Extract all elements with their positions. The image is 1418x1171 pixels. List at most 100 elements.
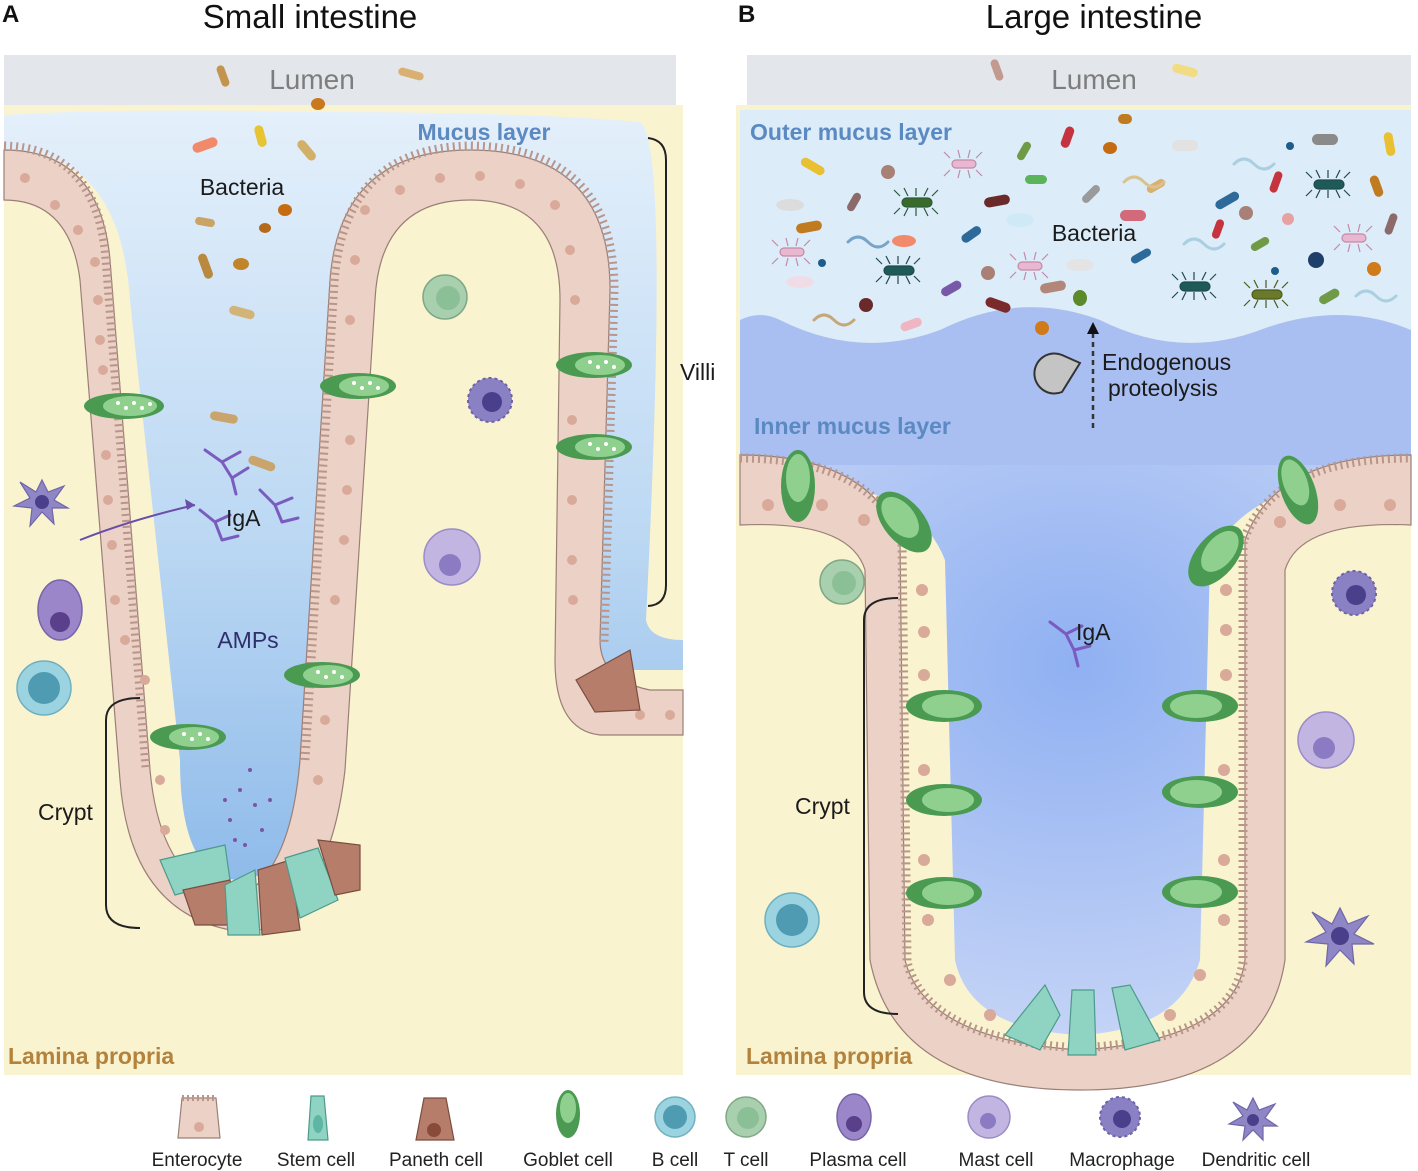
- legend-item-plasma-cell: Plasma cell: [809, 1093, 907, 1171]
- panel-a-mucus: [4, 110, 683, 880]
- goblet-cell-a4: [556, 434, 632, 460]
- panel-a-lamina-label: Lamina propria: [8, 1043, 174, 1069]
- b-cell-icon-nucleus: [663, 1105, 687, 1129]
- goblet-cell-b5: [906, 690, 982, 722]
- panel-a-lumen-bar: [4, 55, 676, 105]
- legend-label-stem-cell: Stem cell: [277, 1150, 355, 1171]
- goblet-cell-a6: [150, 724, 226, 750]
- enterocyte-icon: [177, 1097, 221, 1139]
- legend-item-b-cell: B cell: [652, 1096, 698, 1171]
- legend-item-t-cell: T cell: [723, 1096, 769, 1171]
- panel-a-letter: A: [2, 1, 19, 28]
- bacterium-b57: [846, 235, 890, 249]
- bacterium-b22: [961, 226, 982, 243]
- panel-b-iga-label: IgA: [1076, 619, 1111, 645]
- bacterium-b54: [771, 237, 811, 267]
- panel-a-enterocyte-nuclei: [20, 171, 675, 835]
- panel-b-goblet-cells: [781, 450, 1319, 909]
- bacterium-b31: [786, 276, 814, 288]
- iga-antibody-b: [1048, 620, 1092, 668]
- bacterium-b56: [1333, 223, 1373, 253]
- panel-b-title: Large intestine: [986, 0, 1202, 35]
- panel-b-proteolysis-line2: proteolysis: [1108, 375, 1218, 401]
- legend-label-mast-cell: Mast cell: [959, 1150, 1034, 1171]
- panel-a-immune-cells: [11, 274, 513, 716]
- panel-b-enterocyte-nuclei: [762, 499, 1396, 1021]
- crypt-bracket-b: [863, 597, 899, 1015]
- bacterium-a8: [259, 223, 271, 233]
- bacterium-a10: [198, 253, 213, 279]
- paneth-cell-a3: [317, 839, 361, 896]
- goblet-cell-a3: [556, 352, 632, 378]
- panel-b-outer-mucus-label: Outer mucus layer: [750, 119, 952, 145]
- panel-a-iga-label: IgA: [226, 505, 261, 531]
- bacterium-b58: [1232, 157, 1276, 171]
- plasma-cell-a: [37, 579, 83, 641]
- stem-cell-a3: [284, 847, 339, 919]
- bacterium-b13: [1082, 185, 1100, 203]
- panel-b-lamina-label: Lamina propria: [746, 1043, 912, 1069]
- bacterium-b19: [1239, 206, 1253, 220]
- b-cell-b-nucleus: [776, 904, 808, 936]
- bacterium-b26: [1130, 248, 1152, 264]
- bacterium-b25: [818, 259, 826, 267]
- bacterium-b39: [1271, 267, 1279, 275]
- bacterium-a11: [233, 258, 249, 270]
- bacterium-b18: [1215, 191, 1240, 210]
- protease-icon: [1033, 352, 1082, 395]
- bacterium-a14: [248, 455, 276, 472]
- iga-antibody-a1: [203, 448, 250, 496]
- iga-arrowhead: [185, 499, 195, 510]
- bacterium-a5: [297, 140, 316, 161]
- goblet-cell-b6: [906, 784, 982, 816]
- bacterium-b53: [943, 149, 983, 179]
- bacterium-b59: [1182, 237, 1226, 251]
- bacterium-b9: [1312, 134, 1338, 145]
- t-cell-a-nucleus: [436, 286, 460, 310]
- legend-label-goblet-cell: Goblet cell: [523, 1150, 613, 1171]
- bacterium-b20: [1282, 213, 1294, 225]
- bacterium-b35: [900, 317, 922, 332]
- macrophage-b-nucleus: [1346, 585, 1366, 605]
- bacterium-b24: [796, 220, 822, 234]
- plasma-cell-icon-nucleus: [846, 1116, 862, 1132]
- bacterium-b8: [1172, 140, 1198, 151]
- bacterium-b10: [1383, 132, 1396, 156]
- panel-b-crypt-label: Crypt: [795, 793, 851, 819]
- legend-label-plasma-cell: Plasma cell: [809, 1150, 906, 1171]
- stem-cell-b1: [1004, 983, 1061, 1051]
- iga-antibody-a2: [258, 488, 300, 524]
- legend-label-b-cell: B cell: [652, 1150, 698, 1171]
- panel-a-title: Small intestine: [203, 0, 418, 35]
- panel-b-letter: B: [738, 1, 755, 28]
- bacterium-b40: [1319, 288, 1340, 305]
- panel-b-inner-mucus: [740, 307, 1411, 465]
- legend: Enterocyte Stem cell Paneth cell Goblet …: [152, 1090, 1310, 1171]
- bacterium-b3: [800, 157, 825, 176]
- bacterium-b62: [1354, 289, 1398, 303]
- bacterium-b6: [1060, 126, 1075, 148]
- legend-item-macrophage: Macrophage: [1069, 1096, 1175, 1171]
- plasma-cell-a-nucleus: [50, 612, 70, 632]
- stem-cell-b3: [1111, 984, 1161, 1051]
- dendritic-cell-a: [11, 478, 71, 528]
- bacterium-b28: [981, 266, 995, 280]
- macrophage-a-nucleus: [482, 392, 502, 412]
- panel-a-amps-label: AMPs: [217, 627, 278, 653]
- proteolysis-arrowhead: [1087, 322, 1099, 334]
- panel-b-bacteria-label: Bacteria: [1052, 220, 1137, 246]
- panel-b-bacteria: [771, 59, 1398, 335]
- legend-label-macrophage: Macrophage: [1069, 1150, 1175, 1171]
- paneth-cell-a2: [257, 859, 301, 936]
- panel-b: B Large intestine Lumen: [736, 0, 1412, 1091]
- bacterium-b60: [812, 313, 856, 327]
- bacterium-b37: [1308, 252, 1324, 268]
- panel-a-goblet-cells: [84, 352, 632, 750]
- bacterium-b41: [1211, 219, 1225, 239]
- panel-b-crypt-lumen: [740, 465, 1411, 1035]
- panel-a-microvilli-left: [3, 141, 151, 769]
- bacterium-a1: [216, 65, 230, 87]
- b-cell-a-nucleus: [28, 672, 60, 704]
- panel-b-outer-mucus: [740, 110, 1411, 343]
